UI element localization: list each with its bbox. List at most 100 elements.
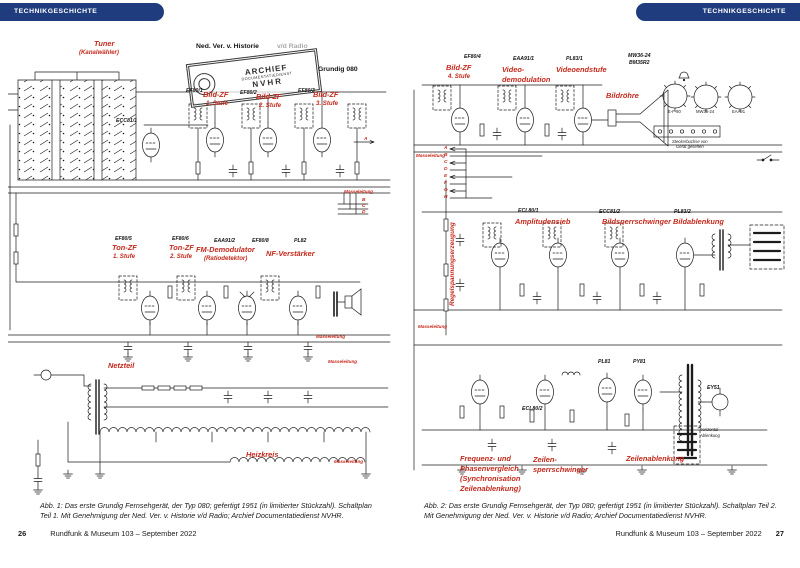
- socket-label: E-F-80: [668, 109, 681, 114]
- label-zeilensperrschwinger: Zeilen-: [533, 455, 557, 464]
- tube-label: PL81: [598, 359, 611, 365]
- label-masseleitung: Masseleitung: [344, 189, 374, 194]
- section-banner-left: TECHNIKGESCHICHTE: [0, 3, 164, 21]
- edge-letter: C: [444, 160, 448, 165]
- label-zeilenablenkung: Zeilenablenkung: [626, 454, 685, 463]
- label-amplitudensieb: Amplitudensieb: [515, 217, 571, 226]
- label-masseleitung: Masseleitung: [416, 153, 446, 158]
- tube-label: EF80/5: [115, 236, 132, 242]
- label-videoendstufe: Videoendstufe: [556, 65, 607, 74]
- socket-label: MW36-24: [696, 109, 715, 114]
- label-regelspannungserzeugung: Regelspannungserzeugung: [449, 222, 456, 306]
- label-nf-verstaerker: NF-Verstärker: [266, 249, 315, 258]
- tube-label: PL82: [294, 238, 307, 244]
- label-bild-zf-3: Bild-ZF: [313, 90, 339, 99]
- caption-fig2-line1: Abb. 2: Das erste Grundig Fernsehgerät, …: [424, 501, 777, 510]
- label-frequenz-phasenvergleich: Phasenvergleich: [460, 464, 519, 473]
- label-tuner: Tuner: [94, 39, 115, 48]
- label-stufe: 2. Stufe: [170, 253, 193, 260]
- edge-letter: C: [362, 204, 366, 209]
- label-frequenz-phasenvergleich: Zeilenablenkung): [460, 484, 521, 493]
- tube-label: EF80/4: [464, 54, 481, 60]
- label-horizontal-ablenkung: horizontal-: [700, 427, 720, 432]
- socket-label: EAA91: [732, 109, 746, 114]
- edge-letter: A: [364, 137, 368, 142]
- edge-letter: G: [444, 188, 448, 193]
- label-stufe: 4. Stufe: [448, 73, 471, 80]
- tube-label: PL83/1: [566, 56, 583, 62]
- journal-title-left: Rundfunk & Museum 103 – September 2022: [50, 529, 197, 538]
- tube-label: PY81: [633, 359, 646, 365]
- tube-label: BM35R2: [629, 60, 650, 66]
- label-bildablenkung: Bildablenkung: [673, 217, 724, 226]
- label-ton-zf-2: Ton-ZF: [169, 243, 194, 252]
- label-heizkreis: Heizkreis: [246, 450, 279, 459]
- journal-title-right: Rundfunk & Museum 103 – September 2022: [615, 529, 762, 538]
- label-ned-ver-historie: Ned. Ver. v. Historie: [196, 43, 259, 50]
- tube-label: EF80/2: [240, 90, 257, 96]
- tube-label: EF80/3: [298, 88, 315, 94]
- label-netzteil: Netzteil: [108, 361, 135, 370]
- label-grundig-080: Grundig 080: [318, 66, 358, 73]
- caption-fig1-line2: Teil 1. Mit Genehmigung der Ned. Ver. v.…: [40, 510, 344, 520]
- label-masseleitung: Masseleitung: [334, 459, 364, 464]
- tube-label: PL83/2: [674, 209, 691, 215]
- label-frequenz-phasenvergleich: (Synchronisation: [460, 474, 521, 483]
- schematic-right: [413, 71, 785, 475]
- edge-letter: E: [444, 174, 448, 179]
- label-ton-zf-1: Ton-ZF: [112, 243, 137, 252]
- tube-label: ECL80/1: [518, 208, 539, 214]
- label-kanalwaehler: (Kanalwähler): [79, 49, 119, 56]
- tube-label: EAA91/1: [513, 56, 535, 62]
- label-masseleitung: Masseleitung: [418, 324, 448, 329]
- label-bild-zf-1: Bild-ZF: [203, 90, 229, 99]
- label-masseleitung: Masseleitung: [316, 334, 346, 339]
- label-vd-radio: v/d Radio: [277, 43, 308, 50]
- edge-letter: F: [444, 181, 447, 186]
- footer-left: 26 Rundfunk & Museum 103 – September 202…: [18, 529, 197, 538]
- edge-letter: A: [444, 146, 448, 151]
- section-banner-right: TECHNIKGESCHICHTE: [636, 3, 800, 21]
- tube-label: EF80/1: [186, 88, 203, 94]
- label-video-demodulation: demodulation: [502, 75, 551, 84]
- tube-label: MW36-24: [628, 53, 651, 59]
- edge-letter: H: [444, 195, 448, 200]
- label-fm-demodulator: FM-Demodulator: [196, 245, 255, 254]
- tube-label: EY51: [707, 385, 720, 391]
- tube-label: EF80/8: [252, 238, 269, 244]
- tube-label: ECC81/1: [116, 118, 138, 124]
- label-steckerbuchse: Gerät gesehen: [676, 144, 704, 149]
- tube-label: EF80/6: [172, 236, 189, 242]
- label-video-demodulation: Video-: [502, 65, 525, 74]
- page-number-left: 26: [18, 529, 27, 538]
- label-ratiodetektor: (Ratiodetektor): [204, 255, 248, 262]
- label-bild-zf-2: Bild-ZF: [256, 92, 282, 101]
- edge-letter: D: [362, 210, 366, 215]
- label-bildsperrschwinger: Bildsperrschwinger: [602, 217, 671, 226]
- tube-label: ECC81/2: [599, 209, 621, 215]
- tube-label: EAA91/2: [214, 238, 236, 244]
- label-steckerbuchse: Steckerbuchse von: [672, 139, 708, 144]
- caption-fig2-line2: Mit Genehmigung der Ned. Ver. v. Histori…: [424, 510, 707, 520]
- label-masseleitung: Masseleitung: [328, 359, 358, 364]
- label-frequenz-phasenvergleich: Frequenz- und: [460, 454, 511, 463]
- caption-fig1: Abb. 1: Das erste Grundig Fernsehgerät, …: [40, 501, 400, 520]
- caption-fig2: Abb. 2: Das erste Grundig Fernsehgerät, …: [424, 501, 784, 520]
- page-number-right: 27: [775, 529, 784, 538]
- caption-fig1-line1: Abb. 1: Das erste Grundig Fernsehgerät, …: [40, 501, 372, 510]
- label-bild-zf-4: Bild-ZF: [446, 63, 472, 72]
- edge-letter: B: [362, 198, 366, 203]
- label-stufe: 1. Stufe: [113, 253, 136, 260]
- label-horizontal-ablenkung: Ablenkung: [700, 433, 720, 438]
- label-stufe: 2. Stufe: [259, 102, 282, 109]
- label-zeilensperrschwinger: sperrschwinger: [533, 465, 589, 474]
- label-stufe: 1. Stufe: [206, 100, 229, 107]
- tube-label: ECL80/2: [522, 406, 543, 412]
- label-bildroehre: Bildröhre: [606, 91, 639, 100]
- footer-right: Rundfunk & Museum 103 – September 2022 2…: [616, 529, 785, 538]
- label-stufe: 3. Stufe: [316, 100, 339, 107]
- edge-letter: B: [444, 153, 448, 158]
